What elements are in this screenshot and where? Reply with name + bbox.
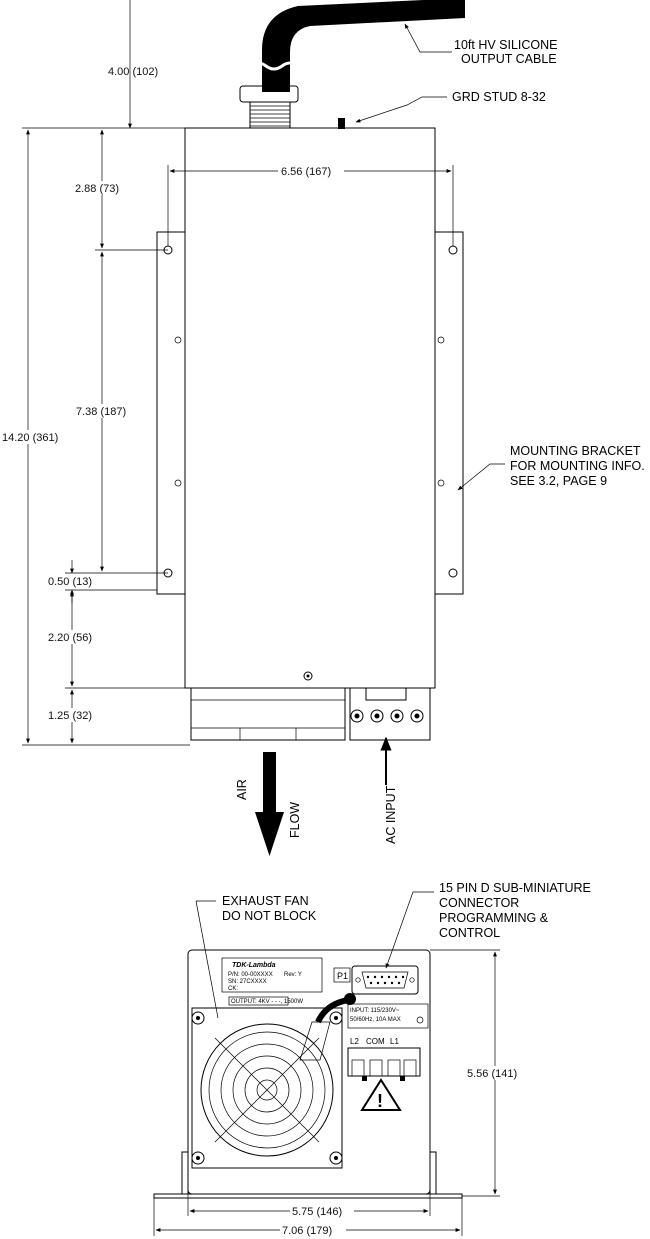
- mounting-bracket-left: [156, 231, 186, 595]
- callout-connector-4: CONTROL: [439, 926, 500, 940]
- callout-connector-2: CONNECTOR: [439, 896, 519, 910]
- callout-bracket-2: FOR MOUNTING INFO.: [510, 459, 645, 473]
- cable-break: [249, 61, 299, 71]
- input-label: [347, 1003, 429, 1029]
- callout-cable-2: OUTPUT CABLE: [461, 52, 557, 66]
- dim-front-width-inner: 5.75 (146): [292, 1206, 342, 1218]
- dim-front-height: 5.56 (141): [467, 1068, 517, 1080]
- air-flow-arrow-shaft: [263, 752, 276, 814]
- label-p1: P1: [337, 971, 348, 981]
- exhaust-fan: [191, 1007, 343, 1169]
- hv-cable: [262, 0, 465, 92]
- terminal-block-front: [347, 1047, 421, 1081]
- callout-cable-1: 10ft HV SILICONE: [454, 38, 558, 52]
- dim-050: 0.50 (13): [48, 576, 92, 588]
- label-brand: TDK-Lambda: [232, 962, 276, 969]
- label-rev: Rev: Y: [284, 972, 302, 978]
- connector-top: [365, 687, 407, 701]
- bracket-hole: [448, 245, 458, 255]
- warning-triangle-icon: [360, 1078, 402, 1111]
- output-label: [228, 996, 289, 1006]
- label-pn: P/N: 00-00XXXX: [228, 972, 273, 978]
- body-screw: [303, 671, 313, 681]
- callout-connector-3: PROGRAMMING &: [439, 911, 549, 925]
- hv-cable-exit: [315, 997, 349, 1024]
- front-view: TDK-Lambda P/N: 00-00XXXX Rev: Y SN: 27C…: [153, 881, 591, 1237]
- label-input-2: 50/60Hz, 10A MAX: [350, 1017, 401, 1023]
- dim-front-width-outer: 7.06 (179): [282, 1225, 332, 1237]
- warning-mark: !: [377, 1091, 383, 1111]
- air-flow-arrowhead: [255, 812, 284, 856]
- label-air: AIR: [235, 779, 249, 800]
- d-sub-pins: [366, 975, 405, 985]
- callout-grd-stud: GRD STUD 8-32: [452, 90, 546, 104]
- d-sub-connector: [351, 965, 419, 995]
- callout-connector-1: 15 PIN D SUB-MINIATURE: [439, 881, 591, 895]
- side-tab-left: [181, 1151, 189, 1195]
- top-view: 4.00 (102) 14.20 (361) 2.88 (73) 7.38 (1…: [0, 0, 645, 856]
- grd-stud: [338, 118, 345, 129]
- dim-220: 2.20 (56): [48, 632, 92, 644]
- label-ac-input: AC INPUT: [384, 785, 398, 844]
- label-input-1: INPUT: 115/230V~: [350, 1008, 400, 1014]
- label-sn: SN: 27CXXXX: [228, 979, 267, 985]
- callout-exhaust-1: EXHAUST FAN: [222, 894, 309, 908]
- label-flow: FLOW: [288, 802, 302, 838]
- mounting-bracket-right: [434, 231, 464, 595]
- side-tab-right: [429, 1151, 437, 1195]
- fan-housing: [190, 687, 346, 741]
- label-plate: [221, 957, 323, 993]
- base-flange: [153, 1193, 463, 1199]
- dim-overall-height: 14.20 (361): [2, 432, 58, 444]
- dim-cable-height: 4.00 (102): [108, 66, 158, 78]
- callout-bracket-1: MOUNTING BRACKET: [510, 444, 641, 458]
- dim-288: 2.88 (73): [75, 183, 119, 195]
- front-panel: [187, 949, 431, 1195]
- callout-bracket-3: SEE 3.2, PAGE 9: [510, 474, 607, 488]
- dim-738: 7.38 (187): [76, 406, 126, 418]
- power-supply-body: [184, 127, 436, 689]
- p1-label-box: [333, 967, 351, 983]
- label-l2: L2: [350, 1037, 359, 1046]
- bracket-hole: [448, 568, 458, 578]
- dim-125: 1.25 (32): [48, 710, 92, 722]
- label-output: OUTPUT: 4KV - - -, 1500W: [231, 999, 303, 1005]
- callout-exhaust-2: DO NOT BLOCK: [222, 909, 317, 923]
- terminal-screws: [350, 709, 424, 723]
- label-ck: CK:: [228, 986, 238, 992]
- label-l1: L1: [390, 1037, 399, 1046]
- dim-width-top: 6.56 (167): [281, 166, 331, 178]
- label-com: COM: [366, 1037, 385, 1046]
